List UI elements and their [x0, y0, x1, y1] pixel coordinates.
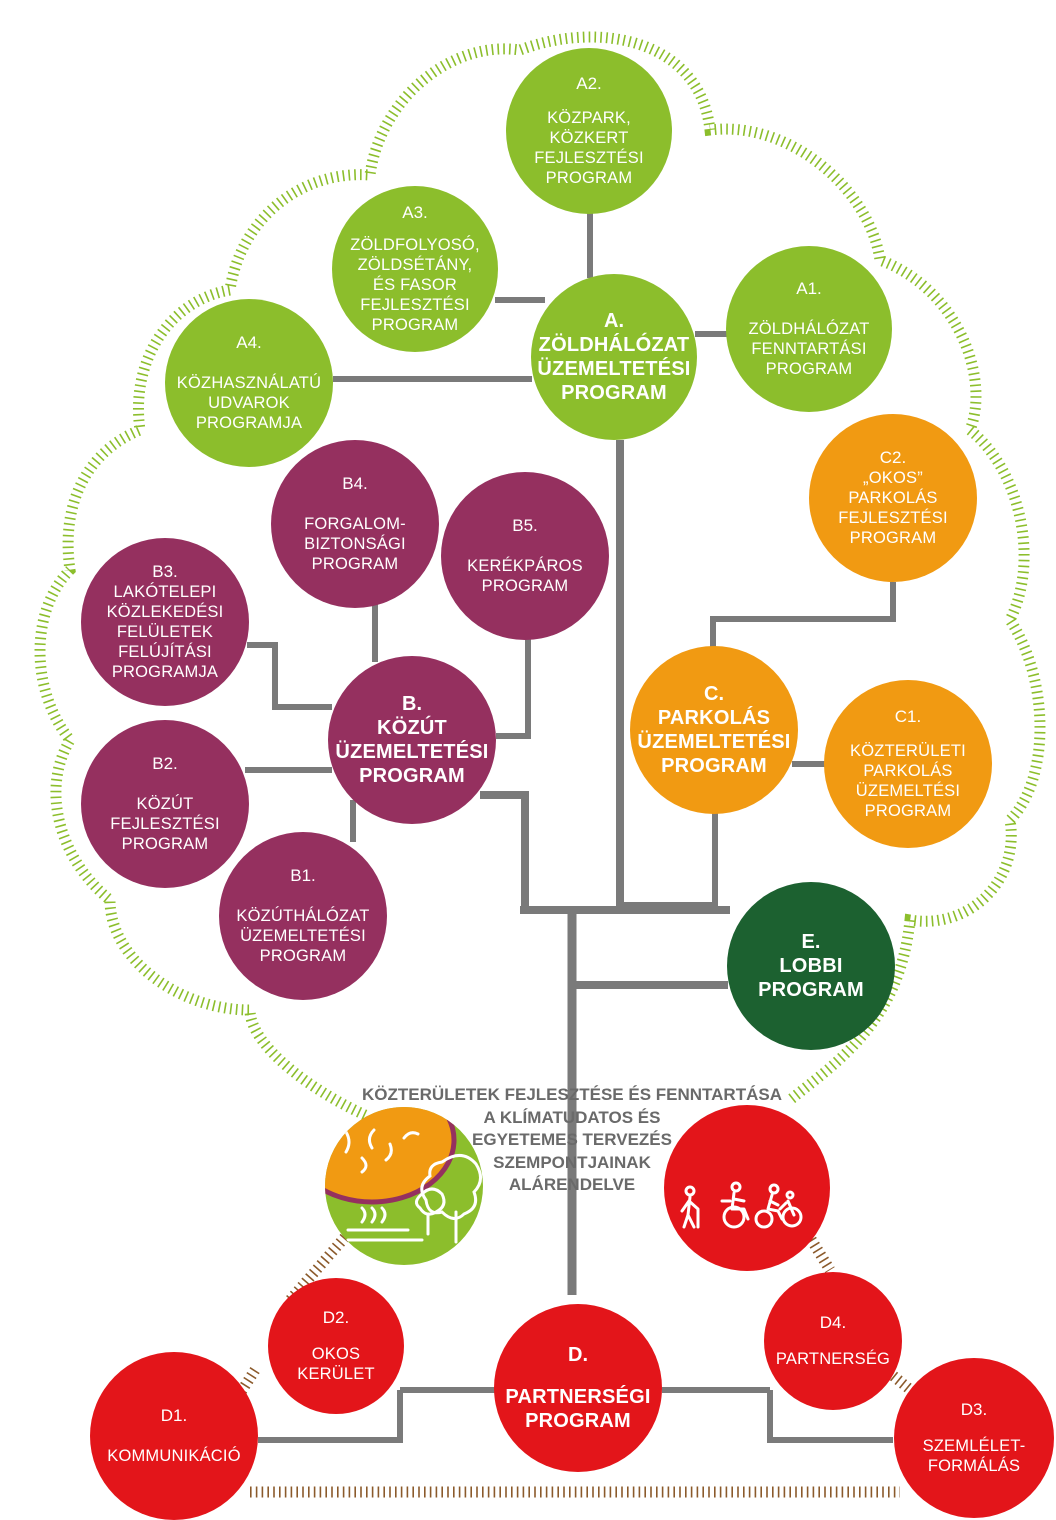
node-d3-label: SZEMLÉLET- FORMÁLÁS: [922, 1437, 1026, 1475]
node-a-label: ZÖLDHÁLÓZAT ÜZEMELTETÉSI PROGRAM: [537, 334, 691, 404]
node-b5: B5. KERÉKPÁROS PROGRAM: [441, 472, 609, 640]
branches: [245, 212, 896, 1443]
node-b4-code: B4.: [342, 474, 368, 493]
node-b1-code: B1.: [290, 866, 316, 885]
node-b3: B3. LAKÓTELEPI KÖZLEKEDÉSI FELÜLETEK FEL…: [81, 538, 249, 706]
node-d2-label: OKOS KERÜLET: [297, 1345, 375, 1383]
node-c: C. PARKOLÁS ÜZEMELTETÉSI PROGRAM: [630, 646, 798, 814]
node-b2-code: B2.: [152, 754, 178, 773]
motto-text: KÖZTERÜLETEK FEJLESZTÉSE ÉS FENNTARTÁSA …: [362, 1085, 782, 1194]
node-d4-label: PARTNERSÉG: [775, 1350, 891, 1368]
node-a3-code: A3.: [402, 203, 428, 222]
node-c2-label: „OKOS” PARKOLÁS FEJLESZTÉSI PROGRAM: [838, 469, 948, 547]
node-c-label: PARKOLÁS ÜZEMELTETÉSI PROGRAM: [637, 707, 791, 777]
node-b2-label: KÖZÚT FEJLESZTÉSI PROGRAM: [110, 795, 220, 853]
node-d4-code: D4.: [819, 1313, 847, 1332]
node-a4-code: A4.: [236, 333, 262, 352]
node-b: B. KÖZÚT ÜZEMELTETÉSI PROGRAM: [328, 656, 496, 824]
node-d-code: D.: [568, 1344, 588, 1366]
node-d2: D2. OKOS KERÜLET: [268, 1278, 404, 1414]
node-b1: B1. KÖZÚTHÁLÓZAT ÜZEMELTETÉSI PROGRAM: [219, 832, 387, 1000]
node-c2-code: C2.: [879, 448, 907, 467]
node-b3-label: LAKÓTELEPI KÖZLEKEDÉSI FELÜLETEK FELÚJÍT…: [106, 583, 224, 681]
node-d1-code: D1.: [160, 1406, 188, 1425]
node-b2: B2. KÖZÚT FEJLESZTÉSI PROGRAM: [81, 720, 249, 888]
node-d2-code: D2.: [322, 1308, 350, 1327]
node-a2-label: KÖZPARK, KÖZKERT FEJLESZTÉSI PROGRAM: [534, 109, 644, 187]
node-b-label: KÖZÚT ÜZEMELTETÉSI PROGRAM: [335, 717, 489, 787]
node-a4: A4. KÖZHASZNÁLATÚ UDVAROK PROGRAMJA: [165, 299, 333, 467]
node-a2: A2. KÖZPARK, KÖZKERT FEJLESZTÉSI PROGRAM: [506, 48, 672, 214]
node-b4-label: FORGALOM- BIZTONSÁGI PROGRAM: [304, 515, 406, 573]
node-d: D. PARTNERSÉGI PROGRAM: [494, 1304, 662, 1472]
node-a3-label: ZÖLDFOLYOSÓ, ZÖLDSÉTÁNY, ÉS FASOR FEJLES…: [350, 236, 480, 334]
node-a-code: A.: [604, 310, 624, 332]
node-b5-code: B5.: [512, 516, 538, 535]
node-a4-label: KÖZHASZNÁLATÚ UDVAROK PROGRAMJA: [176, 374, 322, 432]
node-c1-label: KÖZTERÜLETI PARKOLÁS ÜZEMELTÉSI PROGRAM: [850, 742, 966, 820]
node-b1-label: KÖZÚTHÁLÓZAT ÜZEMELTETÉSI PROGRAM: [236, 907, 370, 965]
node-a1-label: ZÖLDHÁLÓZAT FENNTARTÁSI PROGRAM: [748, 320, 870, 378]
node-c1: C1. KÖZTERÜLETI PARKOLÁS ÜZEMELTÉSI PROG…: [824, 680, 992, 848]
node-b5-label: KERÉKPÁROS PROGRAM: [467, 557, 583, 595]
node-e-code: E.: [801, 931, 821, 953]
node-d4: D4. PARTNERSÉG: [764, 1272, 902, 1410]
node-a3: A3. ZÖLDFOLYOSÓ, ZÖLDSÉTÁNY, ÉS FASOR FE…: [332, 186, 498, 352]
node-a2-code: A2.: [576, 74, 602, 93]
node-a1: A1. ZÖLDHÁLÓZAT FENNTARTÁSI PROGRAM: [726, 246, 892, 412]
node-b4: B4. FORGALOM- BIZTONSÁGI PROGRAM: [271, 440, 439, 608]
node-c-code: C.: [704, 683, 724, 705]
node-e-label: LOBBI PROGRAM: [758, 955, 864, 1001]
node-d1-label: KOMMUNIKÁCIÓ: [107, 1447, 241, 1465]
node-d3-code: D3.: [960, 1400, 988, 1419]
node-e: E. LOBBI PROGRAM: [727, 882, 895, 1050]
node-a1-code: A1.: [796, 279, 822, 298]
universal-design-people-icon: [664, 1105, 830, 1271]
crown-outline: [34, 31, 1046, 1121]
node-c2: C2. „OKOS” PARKOLÁS FEJLESZTÉSI PROGRAM: [809, 414, 977, 582]
node-a: A. ZÖLDHÁLÓZAT ÜZEMELTETÉSI PROGRAM: [531, 274, 697, 440]
node-d3: D3. SZEMLÉLET- FORMÁLÁS: [894, 1358, 1054, 1518]
node-b-code: B.: [402, 693, 422, 715]
node-b3-code: B3.: [152, 562, 178, 581]
climate-nature-icon: [324, 1102, 484, 1266]
node-d-label: PARTNERSÉGI PROGRAM: [505, 1386, 651, 1432]
node-c1-code: C1.: [894, 707, 922, 726]
node-d1: D1. KOMMUNIKÁCIÓ: [90, 1352, 258, 1520]
